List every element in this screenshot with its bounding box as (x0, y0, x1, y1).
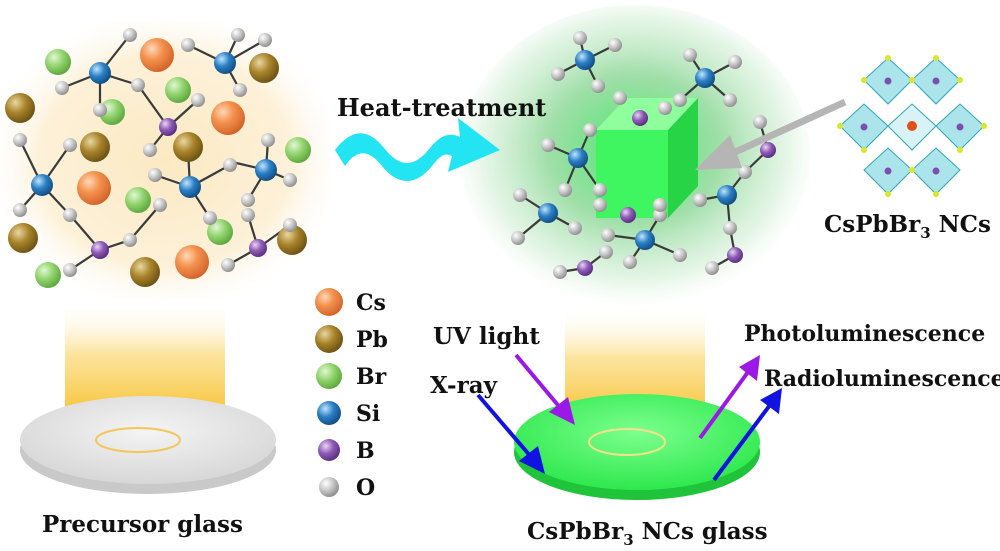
xray-arrow (476, 393, 545, 474)
legend-label-cs: Cs (356, 290, 386, 316)
pointer-arrow (695, 98, 847, 170)
legend-label-b: B (356, 438, 375, 464)
legend-swatch-si (317, 401, 341, 425)
radioluminescence-arrow (712, 388, 782, 482)
precursor-glass-label: Precursor glass (42, 511, 243, 538)
photoluminescence-arrow (698, 355, 760, 440)
uv-arrow (514, 353, 575, 425)
precursor-atoms (5, 28, 311, 288)
photoluminescence-label: Photoluminescence (744, 321, 985, 347)
heat-treatment-label: Heat-treatment (337, 93, 546, 122)
legend-label-o: O (356, 475, 375, 501)
legend-swatch-o (319, 477, 339, 497)
heat-treatment-arrow (335, 118, 500, 181)
legend-swatch-cs (315, 288, 343, 316)
nc-cube (596, 98, 698, 218)
legend-swatch-pb (315, 325, 343, 353)
xray-label: X-ray (430, 372, 498, 399)
crystal-title: CsPbBr3 NCs (824, 211, 991, 242)
legend-label-pb: Pb (356, 327, 388, 353)
nc-network-atoms (511, 31, 776, 279)
legend-swatch-b (318, 439, 340, 461)
legend-label-si: Si (356, 401, 380, 427)
precursor-disc (20, 396, 276, 494)
legend-label-br: Br (356, 364, 387, 390)
product-glass-label: CsPbBr3 NCs glass (527, 518, 768, 549)
uv-light-label: UV light (433, 323, 540, 350)
radioluminescence-label: Radioluminescence (764, 366, 1000, 392)
perovskite-crystal (837, 55, 987, 197)
legend-swatch-br (316, 363, 342, 389)
product-disc (514, 394, 760, 500)
